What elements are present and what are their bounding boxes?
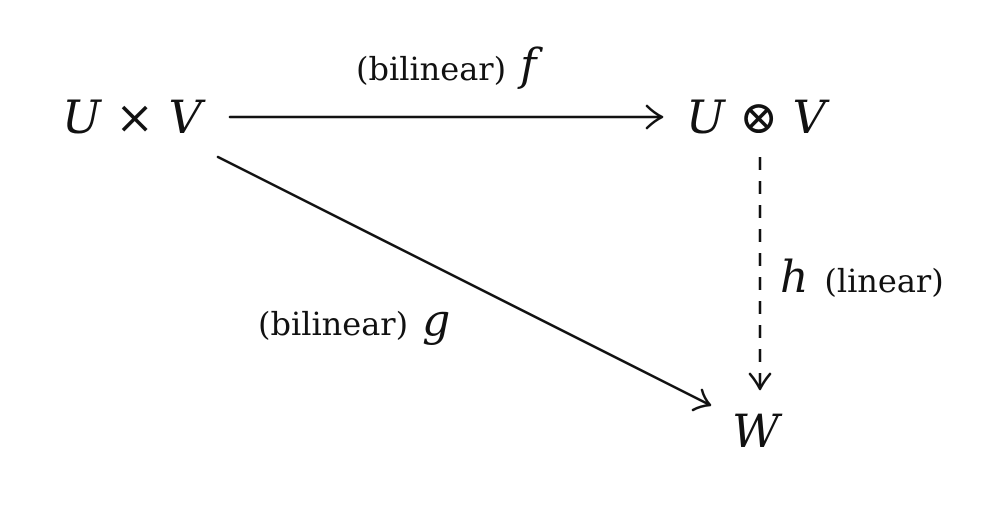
arrow-f-label: (bilinear) f	[356, 40, 543, 91]
arrow-h-name: h	[780, 252, 808, 303]
arrow-f	[228, 104, 664, 130]
arrow-h	[748, 157, 772, 391]
arrow-h-qualifier: (linear)	[824, 262, 943, 300]
arrow-g-qualifier: (bilinear)	[258, 305, 408, 343]
arrow-f-name: f	[517, 40, 543, 91]
arrow-g-shaft	[216, 155, 710, 406]
arrow-g-head	[691, 388, 712, 412]
node-w: W	[732, 404, 783, 458]
arrow-g-label: (bilinear) g	[258, 295, 450, 346]
arrow-h-head	[748, 372, 772, 391]
arrow-g-name: g	[422, 295, 450, 346]
arrow-g	[216, 155, 712, 412]
arrow-f-qualifier: (bilinear)	[356, 50, 506, 88]
arrow-f-head	[645, 104, 664, 130]
node-product-u-times-v: U × V	[62, 90, 207, 144]
arrow-h-label: h (linear)	[780, 252, 944, 303]
node-tensor-u-otimes-v: U ⊗ V	[686, 90, 831, 144]
